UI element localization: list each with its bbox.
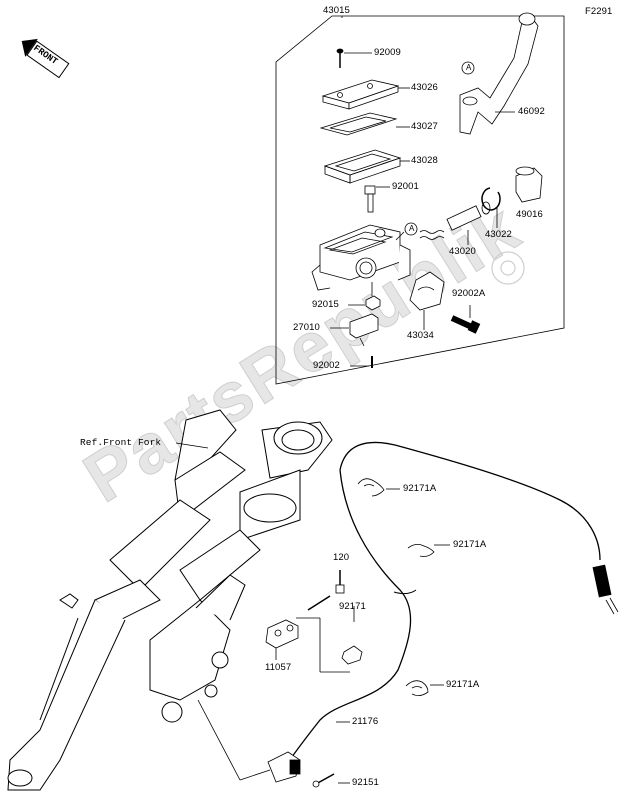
label-92171A-2: 92171A	[453, 539, 487, 550]
label-43027: 43027	[411, 121, 438, 132]
callout-a-body: A	[409, 224, 415, 233]
bolt-92171	[307, 595, 363, 665]
connector-plug	[592, 564, 619, 615]
ref-front-fork-label: Ref.Front Fork	[80, 437, 162, 448]
label-46092: 46092	[518, 106, 545, 117]
reservoir-cap-43026	[321, 79, 400, 110]
switch-27010	[349, 313, 379, 347]
label-92151: 92151	[352, 777, 379, 788]
bolt-92151	[312, 773, 335, 788]
clamp-92171A-2	[407, 544, 435, 557]
label-92001: 92001	[392, 181, 419, 192]
label-11057: 11057	[265, 662, 292, 673]
label-120: 120	[333, 552, 350, 563]
callout-a-lever: A	[466, 63, 472, 72]
screw-92009	[336, 48, 344, 68]
label-92171A-3: 92171A	[446, 679, 480, 690]
label-43022: 43022	[485, 229, 512, 240]
label-27010: 27010	[293, 322, 320, 333]
circlip-43022	[481, 187, 501, 211]
label-49016: 49016	[516, 209, 543, 220]
nut-92015	[365, 295, 381, 311]
bolt-92001	[364, 185, 376, 213]
label-92002A: 92002A	[452, 288, 486, 299]
diaphragm-43028	[323, 149, 402, 184]
label-43026: 43026	[411, 82, 438, 93]
label-43034: 43034	[407, 330, 434, 341]
label-43020: 43020	[449, 246, 476, 257]
master-cylinder-body	[311, 224, 411, 291]
piston-assembly-43020	[419, 201, 491, 240]
front-fork-right	[149, 421, 333, 723]
wheel-speed-sensor	[267, 751, 301, 783]
front-fork-left	[7, 409, 246, 791]
label-43015: 43015	[323, 5, 350, 16]
gear-watermark-icon	[491, 251, 525, 285]
label-92009: 92009	[374, 47, 401, 58]
clamp-92171A-3	[405, 680, 429, 696]
figure-code: F2291	[585, 6, 613, 17]
bolt-120	[335, 570, 345, 594]
label-92171A-1: 92171A	[403, 483, 437, 494]
label-92002: 92002	[313, 360, 340, 371]
label-21176: 21176	[352, 716, 379, 727]
label-92015: 92015	[312, 299, 339, 310]
label-92171: 92171	[339, 601, 366, 612]
bolt-92002A	[450, 315, 481, 334]
lever-46092	[459, 17, 539, 135]
label-43028: 43028	[411, 155, 438, 166]
clamp-92171A-1	[357, 478, 385, 497]
sensor-cable-21176	[281, 441, 601, 771]
boot-49016	[515, 166, 543, 203]
clamp-43034	[409, 271, 445, 311]
bracket-11057	[265, 619, 299, 649]
plate-43027	[319, 112, 398, 136]
